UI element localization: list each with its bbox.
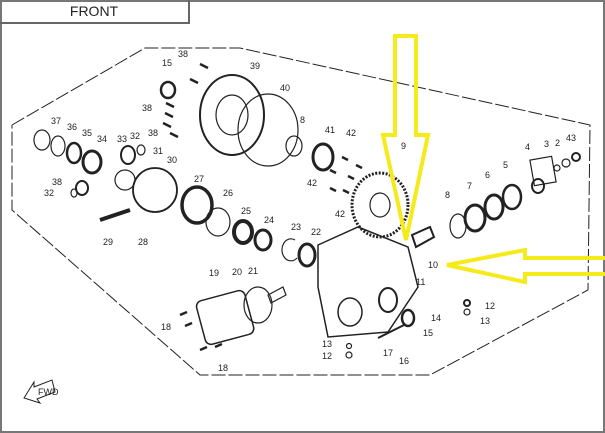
callout: 30 (167, 155, 177, 165)
callout: 12 (485, 301, 495, 311)
callout: 8 (445, 190, 450, 200)
callout: 38 (52, 177, 62, 187)
parts-drawing (33, 62, 581, 359)
callout: 31 (153, 146, 163, 156)
callout: 38 (148, 128, 158, 138)
callout: 42 (335, 209, 345, 219)
callout: 33 (117, 134, 127, 144)
callout: 20 (232, 267, 242, 277)
assembly-boundary (11, 47, 591, 376)
highlight-arrow-down-icon (380, 34, 431, 241)
callout: 43 (566, 133, 576, 143)
callout: 6 (485, 170, 490, 180)
callout: 2 (555, 138, 560, 148)
callout: 19 (209, 268, 219, 278)
callout: 34 (97, 134, 107, 144)
callout: 12 (322, 351, 332, 361)
callout: 40 (280, 83, 290, 93)
callout: 8 (300, 115, 305, 125)
callout: 27 (194, 174, 204, 184)
callout: 26 (223, 188, 233, 198)
callout: 16 (399, 356, 409, 366)
callout: 15 (423, 328, 433, 338)
callout: 41 (325, 125, 335, 135)
callout: 13 (322, 339, 332, 349)
part-callouts: 38 15 39 40 38 38 37 36 35 34 33 32 31 3… (44, 49, 576, 373)
callout: 14 (431, 313, 441, 323)
callout: 25 (241, 206, 251, 216)
callout: 42 (346, 128, 356, 138)
callout: 32 (44, 188, 54, 198)
callout: 7 (467, 181, 472, 191)
callout: 37 (51, 116, 61, 126)
callout: 32 (130, 131, 140, 141)
callout: 9 (401, 141, 406, 151)
callout: 22 (311, 227, 321, 237)
callout: 5 (503, 160, 508, 170)
front-title: FRONT (0, 0, 190, 24)
callout: 15 (162, 58, 172, 68)
callout: 36 (67, 122, 77, 132)
fwd-direction-icon: FWD (23, 379, 59, 404)
callout: 39 (250, 61, 260, 71)
callout: 11 (416, 277, 425, 287)
callout: 35 (82, 128, 92, 138)
callout: 23 (291, 222, 301, 232)
callout: 17 (383, 348, 393, 358)
callout: 13 (480, 316, 490, 326)
callout: 28 (138, 237, 148, 247)
highlight-arrow-left-icon (446, 247, 605, 285)
callout: 18 (218, 363, 228, 373)
callout: 18 (161, 322, 171, 332)
fwd-label: FWD (38, 387, 59, 397)
callout: 38 (142, 103, 152, 113)
callout: 38 (178, 49, 188, 59)
callout: 10 (428, 260, 438, 270)
callout: 24 (264, 215, 274, 225)
callout: 3 (544, 139, 549, 149)
callout: 21 (248, 266, 258, 276)
callout: 42 (307, 178, 317, 188)
callout: 29 (103, 237, 113, 247)
callout: 4 (525, 142, 530, 152)
